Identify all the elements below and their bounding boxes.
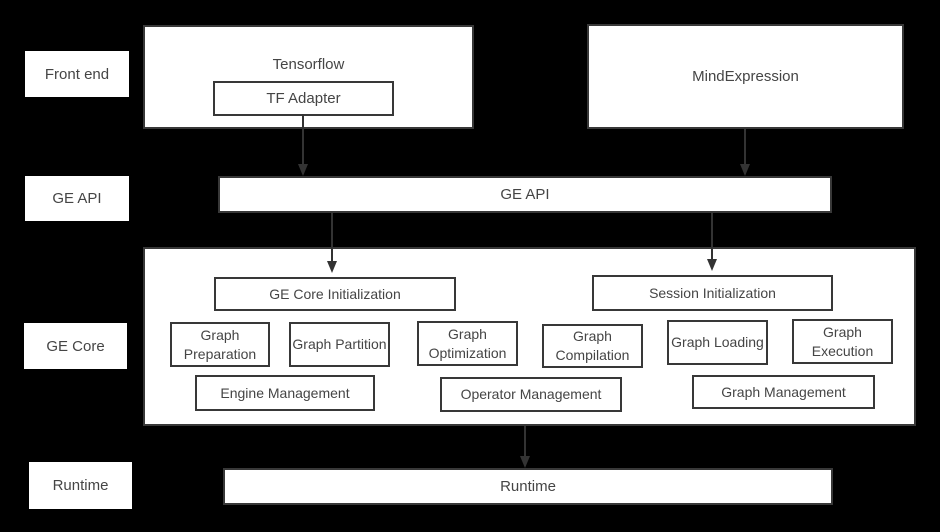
graph-partition-box: Graph Partition <box>289 322 390 367</box>
arrow-shaft <box>524 426 526 456</box>
arrow-head-icon <box>298 164 308 176</box>
graph-compilation-box: Graph Compilation <box>542 324 643 368</box>
tensorflow-box: Tensorflow TF Adapter <box>143 25 474 129</box>
arrow-tf-adapter-to-ge-api <box>297 114 309 176</box>
arrow-head-icon <box>520 456 530 468</box>
arrow-shaft <box>302 114 304 164</box>
arrow-head-icon <box>740 164 750 176</box>
layer-label-ge-api: GE API <box>25 176 129 221</box>
graph-preparation-box: Graph Preparation <box>170 322 270 367</box>
arrow-ge-api-to-session-initialization <box>706 213 718 271</box>
layer-label-runtime: Runtime <box>29 462 132 509</box>
operator-management-box: Operator Management <box>440 377 622 412</box>
graph-management-box: Graph Management <box>692 375 875 409</box>
tf-adapter-box: TF Adapter <box>213 81 394 116</box>
arrow-mind-expression-to-ge-api <box>739 129 751 176</box>
runtime-bar: Runtime <box>223 468 833 505</box>
ge-api-bar: GE API <box>218 176 832 213</box>
arrow-shaft <box>331 213 333 261</box>
arrow-head-icon <box>707 259 717 271</box>
session-initialization-box: Session Initialization <box>592 275 833 311</box>
graph-loading-box: Graph Loading <box>667 320 768 365</box>
graph-execution-box: Graph Execution <box>792 319 893 364</box>
graph-optimization-box: Graph Optimization <box>417 321 518 366</box>
layer-label-front-end: Front end <box>25 51 129 97</box>
tensorflow-label: Tensorflow <box>272 56 345 73</box>
ge-core-initialization-box: GE Core Initialization <box>214 277 456 311</box>
arrow-head-icon <box>327 261 337 273</box>
arrow-shaft <box>744 129 746 164</box>
ge-core-box: GE Core Initialization Session Initializ… <box>143 247 916 426</box>
arrow-ge-core-to-runtime <box>519 426 531 468</box>
arrow-ge-api-to-ge-core-initialization <box>326 213 338 273</box>
mind-expression-box: MindExpression <box>587 24 904 129</box>
layer-label-ge-core: GE Core <box>24 323 127 369</box>
arrow-shaft <box>711 213 713 259</box>
engine-management-box: Engine Management <box>195 375 375 411</box>
